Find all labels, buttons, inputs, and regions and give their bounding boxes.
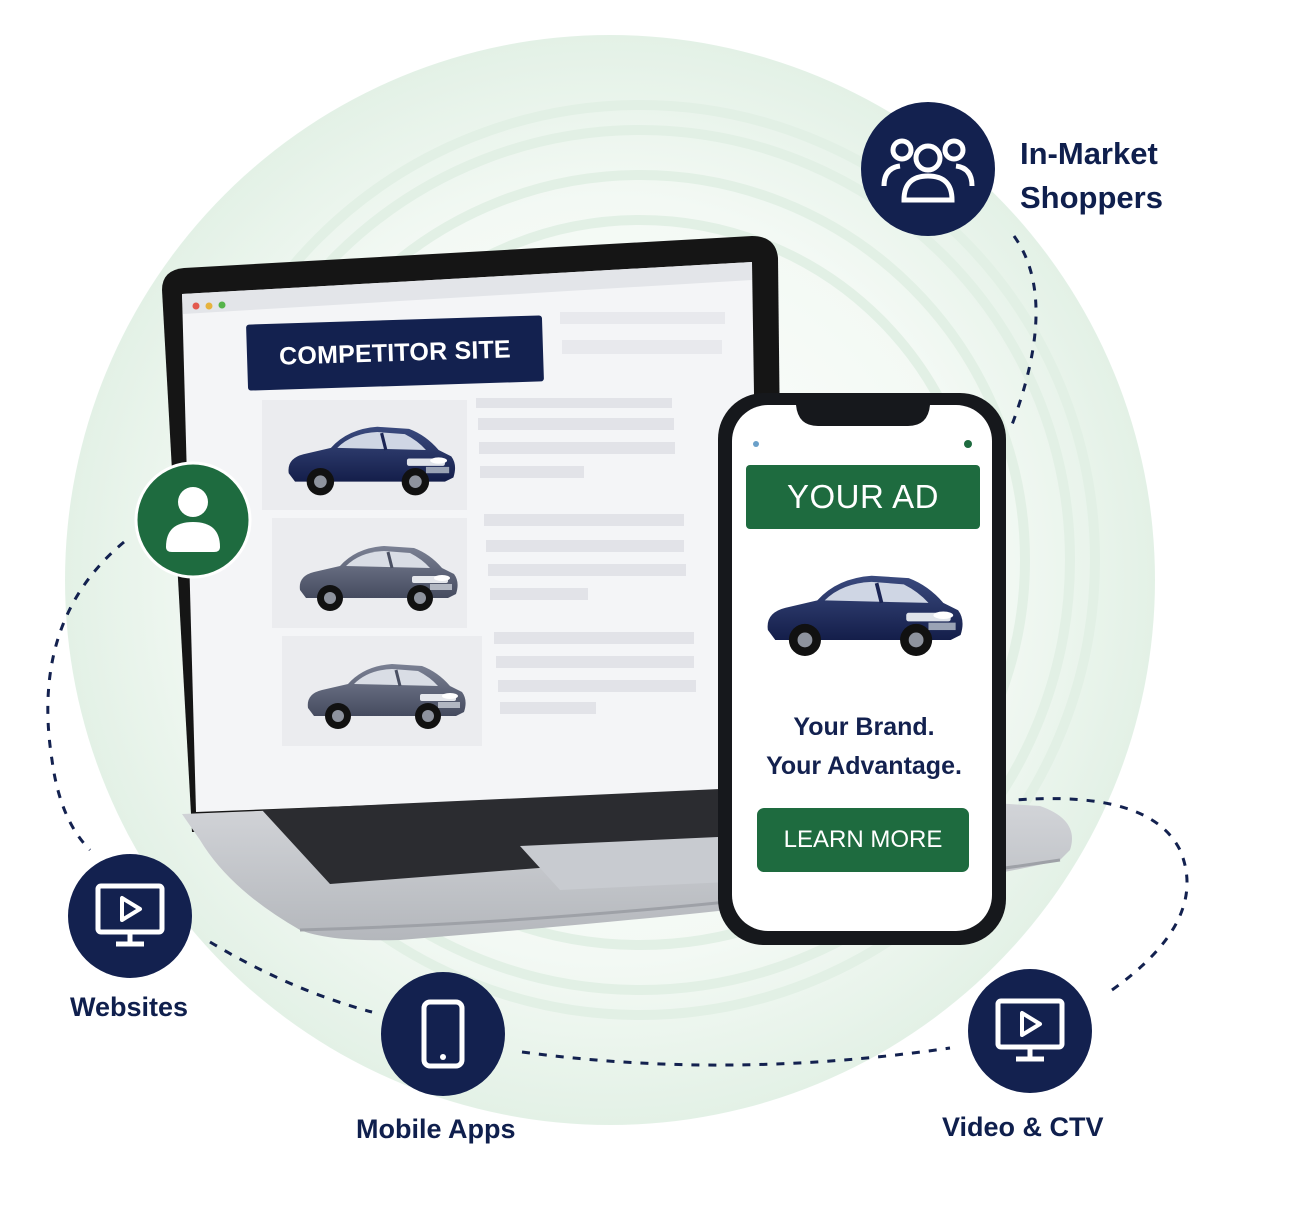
shopper-user-icon [134,461,252,579]
your-ad-banner: YOUR AD [746,465,980,529]
ad-tagline: Your Brand. Your Advantage. [735,708,993,786]
in-market-line2: Shoppers [1020,180,1163,215]
video-ctv-monitor-play-icon [968,969,1092,1093]
smartphone [718,393,1006,945]
websites-label: Websites [70,992,189,1022]
in-market-line1: In-Market [1020,136,1158,171]
mobile-apps-smartphone-icon [381,972,505,1096]
tagline-line1: Your Brand. [793,713,935,741]
in-market-shoppers-label: In-Market Shoppers [1020,132,1163,220]
websites-monitor-play-icon [68,854,192,978]
mobile-apps-label: Mobile Apps [356,1114,516,1144]
video-ctv-label: Video & CTV [942,1112,1104,1142]
learn-more-button[interactable]: LEARN MORE [757,808,969,872]
in-market-users-group-icon [861,102,995,236]
competitor-site-banner: COMPETITOR SITE [246,315,544,391]
tagline-line2: Your Advantage. [766,752,962,780]
connection-paths [46,235,1189,1067]
